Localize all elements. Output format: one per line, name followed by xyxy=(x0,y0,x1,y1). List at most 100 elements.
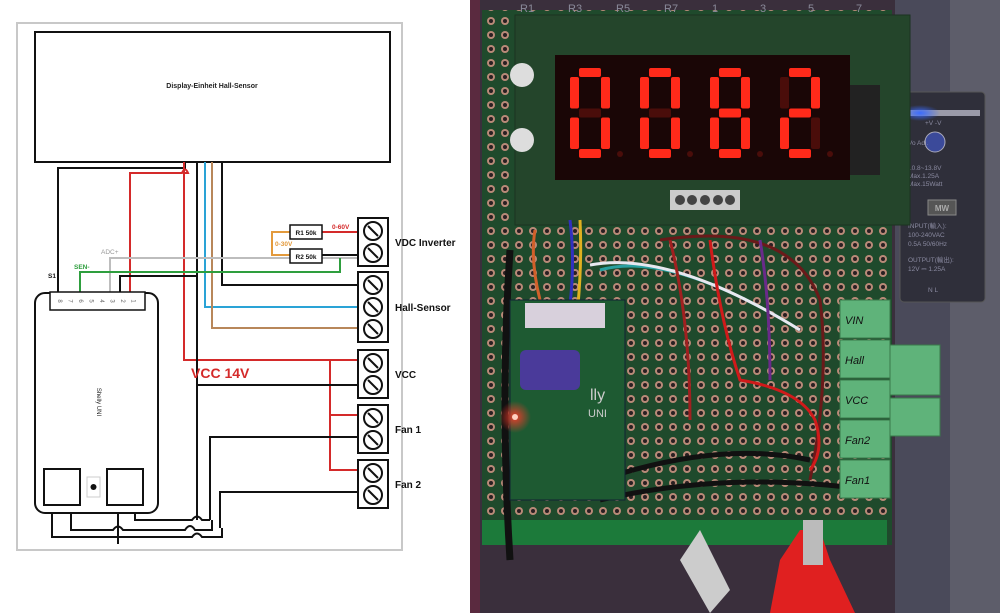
connector-label: Fan2 xyxy=(845,435,870,447)
label-0-30v: 0-30V xyxy=(275,241,293,248)
display-unit-box xyxy=(34,31,391,163)
wire-gray-adc xyxy=(109,257,362,293)
connector-label: Fan1 xyxy=(845,475,870,487)
terminal-label: Fan 1 xyxy=(395,425,422,436)
segment xyxy=(640,117,649,149)
decimal-point xyxy=(827,151,833,157)
plug-vcc xyxy=(889,397,941,437)
svg-text:R1: R1 xyxy=(520,3,534,15)
terminal-vdc-inverter: VDC Inverter xyxy=(357,217,456,267)
pin-label: 2 xyxy=(119,299,125,303)
segment xyxy=(719,108,741,118)
pin-label: 5 xyxy=(88,299,94,303)
relay-1 xyxy=(43,468,81,506)
seven-segment-digits xyxy=(570,68,833,158)
terminal-label: Fan 2 xyxy=(395,480,422,491)
connector-block xyxy=(839,299,891,339)
decimal-point xyxy=(687,151,693,157)
segment xyxy=(780,77,789,109)
wire-orange-0-30v xyxy=(271,231,290,256)
segment xyxy=(601,117,610,149)
label-0-60v: 0-60V xyxy=(332,224,350,231)
decimal-point xyxy=(617,151,623,157)
wire-black-hall xyxy=(221,162,362,286)
svg-text:0.5A 50/60Hz: 0.5A 50/60Hz xyxy=(908,241,947,248)
svg-text:3: 3 xyxy=(760,3,766,15)
board-wires xyxy=(501,219,871,561)
segment xyxy=(649,149,671,158)
svg-text:10.8~13.8V: 10.8~13.8V xyxy=(908,165,942,172)
capacitor-top xyxy=(510,63,534,87)
jst-connector xyxy=(525,303,605,328)
resistor-r1-label: R1 50k xyxy=(296,230,317,237)
wire-black-fan1 xyxy=(209,436,362,520)
label-vcc-14v: VCC 14V xyxy=(191,365,250,381)
svg-text:INPUT(輸入):: INPUT(輸入): xyxy=(908,221,947,230)
electrolytic-capacitor xyxy=(520,350,580,390)
pin-label: 3 xyxy=(109,299,115,303)
wiring-diagram: Display-Einheit Hall-Sensor xyxy=(16,22,456,551)
segment xyxy=(710,117,719,149)
connector-block xyxy=(839,419,891,459)
svg-text:Max.1.25A: Max.1.25A xyxy=(908,173,940,180)
label-adc-plus: ADC+ xyxy=(101,249,119,256)
segment xyxy=(579,149,601,158)
svg-text:12V ⎓ 1.25A: 12V ⎓ 1.25A xyxy=(908,266,946,273)
relay-2 xyxy=(106,468,144,506)
segment xyxy=(601,77,610,109)
connector-block xyxy=(839,379,891,419)
psu-brand: MW xyxy=(935,204,950,213)
svg-text:5: 5 xyxy=(808,3,814,15)
segment xyxy=(780,117,789,149)
segment xyxy=(579,68,601,77)
terminal-label: Hall-Sensor xyxy=(395,303,451,314)
segment xyxy=(570,117,579,149)
alligator-clip xyxy=(770,530,855,613)
segment xyxy=(811,77,820,109)
svg-text:+V -V: +V -V xyxy=(925,120,942,127)
segment xyxy=(671,77,680,109)
segment xyxy=(789,68,811,77)
svg-text:R7: R7 xyxy=(664,3,678,15)
shelly-uni-label: Shelly UNI xyxy=(95,388,101,417)
terminal-fan-2: Fan 2 xyxy=(357,459,422,509)
button-dot xyxy=(90,484,97,490)
terminal-label: VDC Inverter xyxy=(395,238,456,249)
pin-label: 4 xyxy=(98,299,104,303)
pin-label: 6 xyxy=(77,299,83,303)
segment xyxy=(671,117,680,149)
plug-hall xyxy=(889,344,941,396)
segment xyxy=(741,77,750,109)
label-sen-minus: SEN- xyxy=(74,264,90,271)
connector-block xyxy=(839,459,891,499)
svg-text:Max.15Watt: Max.15Watt xyxy=(908,181,943,188)
connector-block xyxy=(839,339,891,379)
terminal-hall-sensor: Hall-Sensor xyxy=(357,271,451,343)
svg-text:OUTPUT(輸出):: OUTPUT(輸出): xyxy=(908,255,954,264)
segment xyxy=(649,68,671,77)
svg-text:100-240VAC: 100-240VAC xyxy=(908,232,945,239)
wire-blue-hall xyxy=(204,162,362,308)
terminal-fan-1: Fan 1 xyxy=(357,404,422,454)
decimal-point xyxy=(757,151,763,157)
test-probe xyxy=(680,530,730,613)
label-s1: S1 xyxy=(48,273,56,280)
module-model-text: UNI xyxy=(588,408,607,420)
svg-text:7: 7 xyxy=(856,3,862,15)
resistor-r1 xyxy=(289,224,323,240)
vo-adj-knob xyxy=(924,131,946,153)
wire-black-fan2 xyxy=(219,491,362,528)
terminal-label: VCC xyxy=(395,370,416,381)
display-wires xyxy=(51,162,362,544)
segment xyxy=(789,108,811,118)
resistor-r2 xyxy=(289,248,323,264)
ic-u5 xyxy=(850,85,880,175)
segment xyxy=(719,68,741,77)
segment xyxy=(789,149,811,158)
svg-text:R3: R3 xyxy=(568,3,582,15)
terminal-vcc: VCC xyxy=(357,349,416,399)
svg-text:N L: N L xyxy=(928,287,939,294)
